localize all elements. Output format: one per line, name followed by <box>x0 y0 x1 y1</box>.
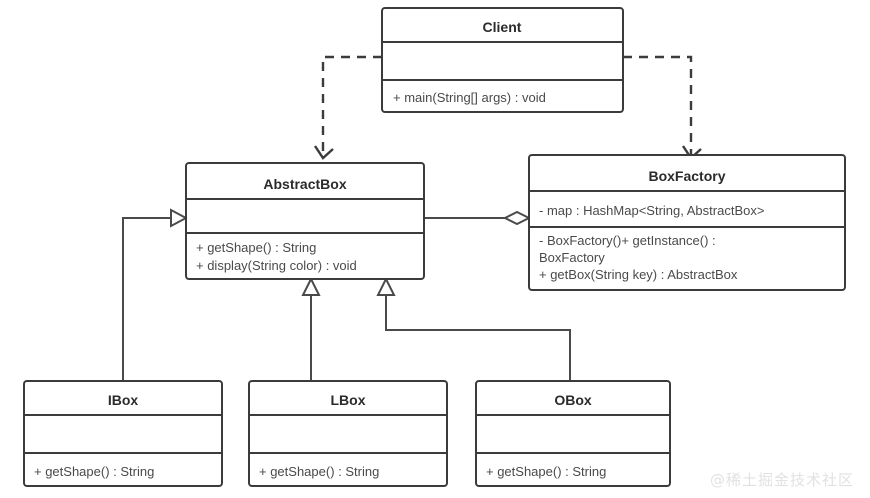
class-name-abstractbox: AbstractBox <box>263 176 346 192</box>
watermark: @稀土掘金技术社区 <box>709 471 854 489</box>
class-method-boxfactory-0-line2: BoxFactory <box>539 250 605 265</box>
relationship-ibox-to-abstractbox[interactable] <box>122 208 189 381</box>
relationship-boxfactory-to-abstractbox[interactable] <box>424 210 532 226</box>
relationship-obox-to-abstractbox[interactable] <box>376 276 571 381</box>
class-method-boxfactory-1: + getBox(String key) : AbstractBox <box>539 267 738 282</box>
relationship-client-to-abstractbox[interactable] <box>314 55 382 160</box>
class-box-abstractbox[interactable]: AbstractBox + getShape() : String + disp… <box>185 162 425 280</box>
class-box-lbox[interactable]: LBox + getShape() : String <box>248 380 448 487</box>
class-method-boxfactory-0-line1: - BoxFactory()+ getInstance() : <box>539 233 716 248</box>
class-method-ibox-0: + getShape() : String <box>34 464 154 479</box>
class-box-obox[interactable]: OBox + getShape() : String <box>475 380 671 487</box>
class-box-ibox[interactable]: IBox + getShape() : String <box>23 380 223 487</box>
class-name-ibox: IBox <box>108 392 139 408</box>
class-box-boxfactory[interactable]: BoxFactory - map : HashMap<String, Abstr… <box>528 154 846 291</box>
class-method-client-0: + main(String[] args) : void <box>393 90 546 105</box>
class-method-obox-0: + getShape() : String <box>486 464 606 479</box>
class-method-abstractbox-0: + getShape() : String <box>196 240 316 255</box>
class-name-boxfactory: BoxFactory <box>648 168 725 184</box>
relationship-client-to-boxfactory[interactable] <box>623 55 702 160</box>
class-attribute-boxfactory-0: - map : HashMap<String, AbstractBox> <box>539 203 764 218</box>
class-method-abstractbox-1: + display(String color) : void <box>196 258 357 273</box>
class-method-lbox-0: + getShape() : String <box>259 464 379 479</box>
class-name-lbox: LBox <box>331 392 366 408</box>
relationship-lbox-to-abstractbox[interactable] <box>301 276 321 381</box>
class-box-client[interactable]: Client + main(String[] args) : void <box>381 7 624 113</box>
class-name-obox: OBox <box>554 392 592 408</box>
class-name-client: Client <box>483 19 522 35</box>
